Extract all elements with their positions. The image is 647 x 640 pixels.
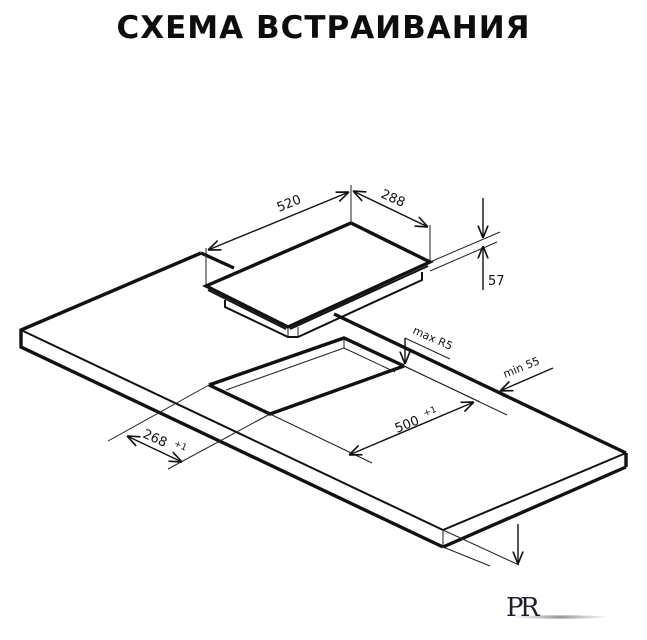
cutout bbox=[208, 336, 405, 416]
rear-clearance-label: min 55 bbox=[501, 354, 541, 380]
logo-letter-r: R bbox=[520, 593, 541, 623]
cutout-depth-tolerance: +1 bbox=[172, 439, 188, 454]
brand-logo: P R bbox=[506, 593, 610, 623]
countertop bbox=[19, 251, 628, 549]
cutout-width-tolerance: +1 bbox=[422, 405, 438, 419]
diagram-title: СХЕМА ВСТРАИВАНИЯ bbox=[116, 10, 531, 46]
hob-height-label: 57 bbox=[488, 274, 505, 289]
dimension-hob-height: 57 bbox=[429, 198, 505, 290]
cutout-width-label: 500 bbox=[393, 414, 422, 437]
dimension-cutout-width: 500 +1 bbox=[269, 365, 481, 464]
dimension-hob-depth: 288 bbox=[353, 187, 431, 262]
cutout-depth-label: 268 bbox=[140, 427, 169, 451]
hob-depth-label: 288 bbox=[378, 187, 407, 211]
svg-text:500 +1: 500 +1 bbox=[393, 405, 441, 437]
hob bbox=[201, 221, 434, 338]
corner-radius-label: max R5 bbox=[411, 324, 455, 353]
dimension-countertop-edge bbox=[442, 524, 519, 567]
dimension-hob-width: 520 bbox=[205, 185, 352, 286]
logo-letter-p: P bbox=[506, 593, 524, 623]
